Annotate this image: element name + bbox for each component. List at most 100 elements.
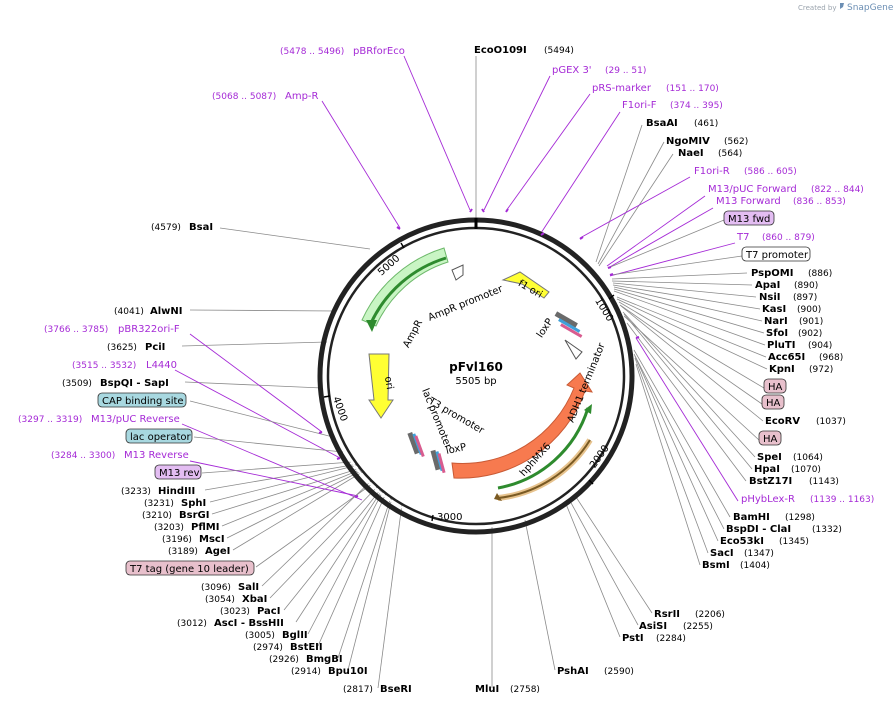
enzyme-position: (2255) [683,622,713,632]
t7-tag-label: T7 tag (gene 10 leader) [129,564,249,575]
enzyme-position: (3096) [201,583,231,593]
enzyme-name[interactable]: BstEII [290,642,323,653]
ampr-feature[interactable] [361,247,449,327]
loxp-right-marker[interactable] [554,311,583,338]
enzyme-name[interactable]: AsiSI [639,621,667,632]
enzyme-name[interactable]: BspDI - ClaI [726,524,791,535]
primer-name[interactable]: pBR322ori-F [118,324,180,335]
plasmid-length: 5505 bp [455,376,496,387]
loxp-left-marker[interactable] [407,431,425,458]
enzyme-name[interactable]: NaeI [678,148,704,159]
snapgene-logo-icon [840,3,844,9]
primer-position: (1139 .. 1163) [810,495,874,505]
enzyme-name[interactable]: EcoRV [765,416,800,427]
enzyme-name[interactable]: SacI [710,548,734,559]
enzyme-name[interactable]: BglII [282,630,308,641]
ori-feature[interactable] [368,353,394,419]
primer-name[interactable]: pHybLex-R [741,494,795,505]
enzyme-name[interactable]: NgoMIV [666,136,710,147]
cap-binding-site-box[interactable] [97,392,187,408]
primer-name[interactable]: M13 Reverse [124,450,189,461]
enzyme-name[interactable]: SfoI [766,328,788,339]
enzyme-name[interactable]: AscI - BssHII [214,618,284,629]
plasmid-name: pFvl160 [449,360,503,374]
label-ampr: AmpR [401,318,425,350]
enzyme-name[interactable]: HpaI [754,464,780,475]
primer-name[interactable]: Amp-R [285,91,319,102]
enzyme-position: (3625) [107,343,137,353]
ampr-orf-line [369,256,447,324]
ha-tag-box[interactable] [763,378,787,394]
primer-name[interactable]: F1ori-F [622,100,657,111]
enzyme-position: (1332) [812,525,842,535]
enzyme-name[interactable]: BseRI [380,684,412,695]
enzyme-name[interactable]: HindIII [158,486,195,497]
primer-position: (5478 .. 5496) [280,47,344,57]
t7-promoter-arrow[interactable] [564,339,583,360]
primer-name[interactable]: T7 [736,232,749,243]
primer-position: (151 .. 170) [666,84,719,94]
primer-position: (860 .. 879) [762,233,815,243]
ha-tag-box[interactable] [761,394,785,410]
enzyme-position: (1037) [816,417,846,427]
enzyme-name[interactable]: KasI [762,304,786,315]
primer-name[interactable]: L4440 [146,360,177,371]
enzyme-name[interactable]: ApaI [755,280,780,291]
primer-name[interactable]: M13 Forward [716,196,781,207]
primer-name[interactable]: pGEX 3' [552,65,592,76]
enzyme-name[interactable]: AlwNI [150,306,183,317]
label-loxp-right: loxP [535,317,556,340]
enzyme-name[interactable]: NsiI [759,292,780,303]
enzyme-name[interactable]: BsaAI [646,118,678,129]
enzyme-name[interactable]: SphI [181,498,206,509]
primer-name[interactable]: M13/pUC Forward [708,184,797,195]
primer-name[interactable]: M13/pUC Reverse [91,414,180,425]
enzyme-name[interactable]: KpnI [769,364,795,375]
enzyme-name[interactable]: PluTI [767,340,795,351]
enzyme-name[interactable]: Acc65I [768,352,805,363]
ampr-promoter-arrow[interactable] [451,264,464,281]
primer-name[interactable]: pRS-marker [592,83,652,94]
enzyme-name[interactable]: PspOMI [751,268,793,279]
enzyme-name[interactable]: RsrII [654,609,680,620]
enzyme-position: (3054) [205,595,235,605]
ha-tag-box[interactable] [758,430,782,446]
enzyme-position: (3210) [142,511,172,521]
loxp-lower-marker[interactable] [430,449,446,474]
enzyme-name[interactable]: XbaI [242,594,267,605]
enzyme-name[interactable]: MscI [199,534,225,545]
enzyme-name[interactable]: PshAI [557,666,589,677]
enzyme-name[interactable]: NarI [764,316,788,327]
enzyme-name[interactable]: BspQI - SapI [100,378,169,389]
t7-promoter-box[interactable] [741,246,811,262]
enzyme-name[interactable]: BsrGI [179,510,209,521]
enzyme-name[interactable]: Eco53kI [720,536,764,547]
enzyme-position: (2926) [269,655,299,665]
enzyme-name[interactable]: EcoO109I [474,45,527,56]
hphmx6-feature[interactable] [451,372,594,479]
m13-rev-box[interactable] [154,464,202,480]
enzyme-name[interactable]: SpeI [757,452,782,463]
enzyme-name[interactable]: SalI [238,582,259,593]
m13-fwd-box[interactable] [723,210,775,226]
enzyme-name[interactable]: PacI [257,606,280,617]
enzyme-name[interactable]: Bpu10I [328,666,368,677]
enzyme-name[interactable]: BstZ17I [749,476,792,487]
enzyme-name[interactable]: PstI [622,633,644,644]
primer-name[interactable]: pBRforEco [353,46,405,57]
f1-ori-arrow[interactable] [501,271,550,299]
enzyme-name[interactable]: BamHI [733,512,770,523]
enzyme-name[interactable]: BsmI [702,560,730,571]
enzyme-name[interactable]: MluI [475,684,499,695]
enzyme-name[interactable]: BsaI [189,222,213,233]
enzyme-name[interactable]: BmgBI [306,654,343,665]
enzyme-name[interactable]: PciI [145,342,165,353]
primer-position: (586 .. 605) [744,167,797,177]
ha-tag-label: HA [766,398,781,409]
t7-tag-box[interactable] [125,560,255,576]
enzyme-name[interactable]: AgeI [205,546,230,557]
enzyme-name[interactable]: PflMI [191,522,219,533]
primer-name[interactable]: F1ori-R [694,166,730,177]
enzyme-position: (886) [808,269,832,279]
lac-operator-box[interactable] [125,428,193,444]
